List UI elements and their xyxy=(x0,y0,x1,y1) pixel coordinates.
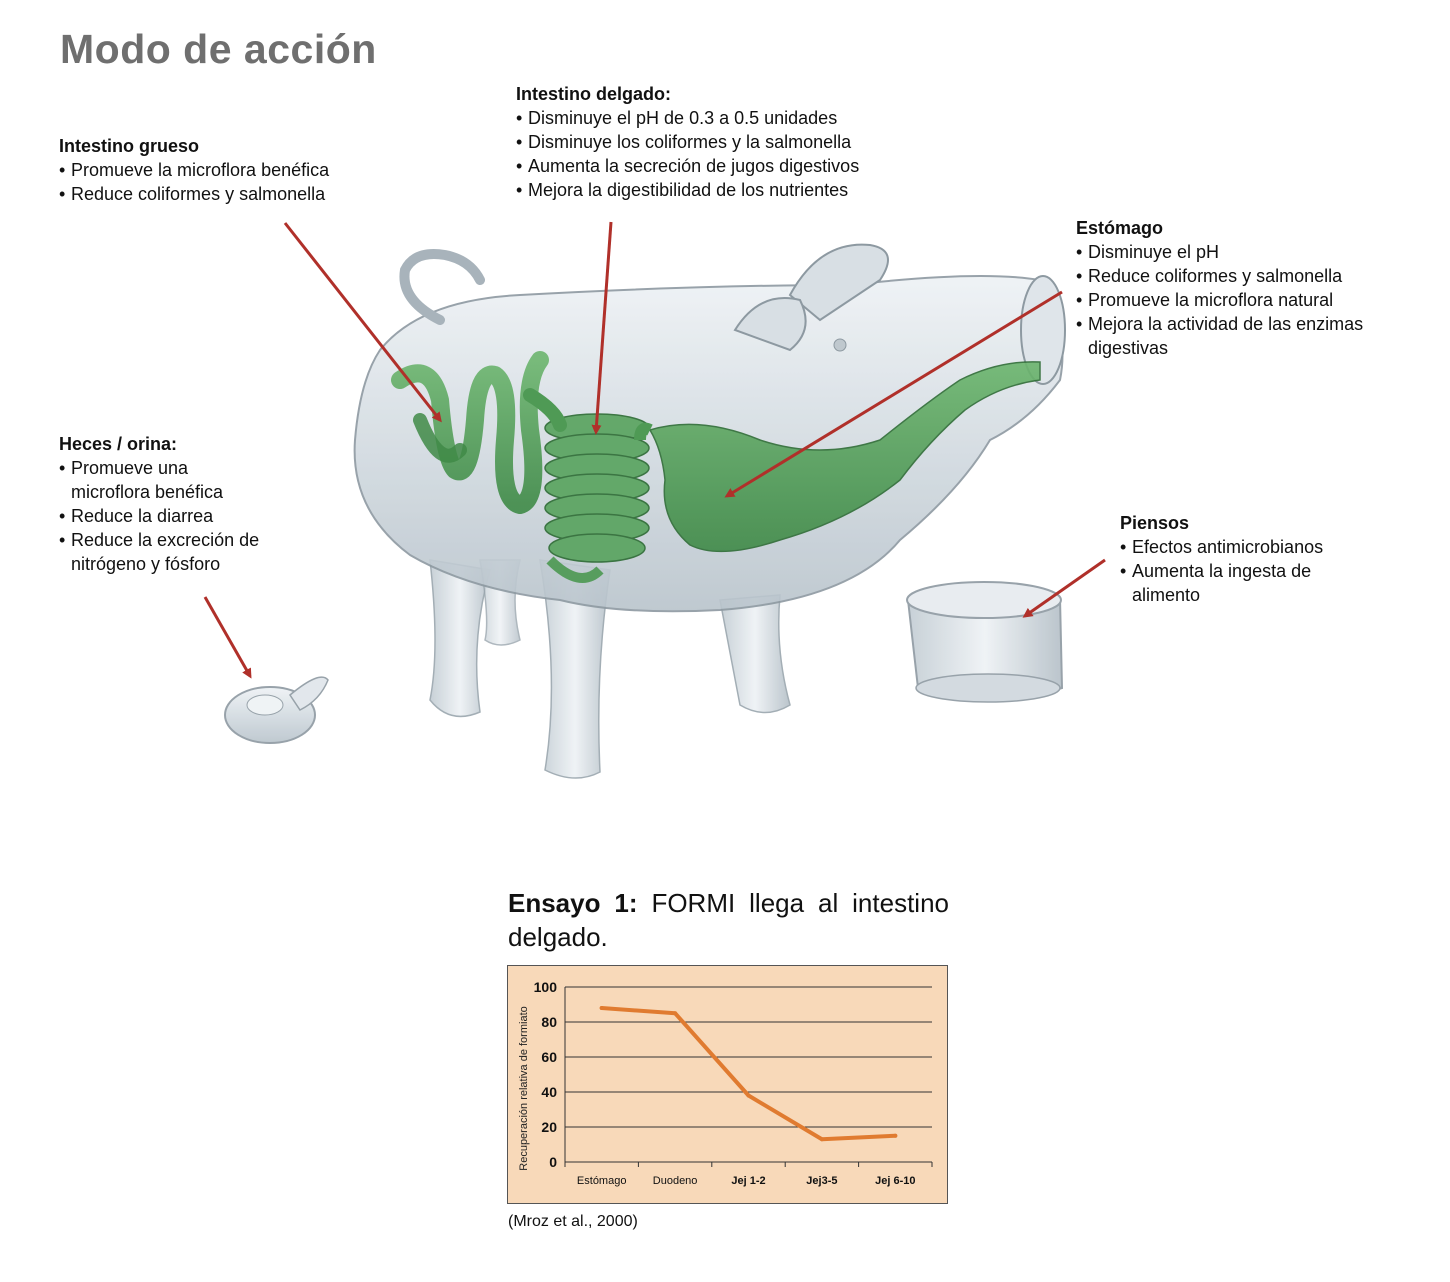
pig-tail xyxy=(399,249,485,325)
arrow-piensos xyxy=(1022,558,1106,618)
callout-item: Efectos antimicrobianos xyxy=(1120,535,1360,559)
page-title: Modo de acción xyxy=(60,26,377,72)
arrow-heces xyxy=(203,596,252,679)
data-point xyxy=(599,1006,604,1010)
duodenum xyxy=(634,422,653,441)
data-point xyxy=(746,1093,751,1098)
y-tick-label: 0 xyxy=(549,1154,557,1170)
arrow-intestino-delgado xyxy=(591,221,613,435)
callout-item: Reduce coliformes y salmonella xyxy=(1076,264,1416,288)
small-intestine-coil xyxy=(544,413,650,583)
callout-heading: Intestino grueso xyxy=(59,136,200,156)
callout-heces: Heces / orina: Promueve una microflora b… xyxy=(59,432,314,576)
pig-front-leg xyxy=(539,559,611,779)
intestine-connector xyxy=(523,388,567,432)
large-intestine-loop xyxy=(413,413,467,463)
callout-heading: Piensos xyxy=(1120,513,1190,533)
arrow-intestino-grueso xyxy=(283,222,442,423)
arrow-estomago xyxy=(724,290,1063,498)
trial-label: Ensayo 1: xyxy=(508,888,638,918)
callout-heading: Estómago xyxy=(1076,218,1164,238)
callout-item: Disminuye los coliformes y la salmonella xyxy=(516,130,859,154)
callout-item: Aumenta la secreción de jugos digestivos xyxy=(516,154,859,178)
x-tick-label: Duodeno xyxy=(653,1175,698,1187)
callout-item: Reduce la diarrea xyxy=(59,504,314,528)
callout-heading: Intestino delgado: xyxy=(516,84,671,104)
x-tick-label: Jej3-5 xyxy=(806,1175,837,1187)
callout-item: Promueve una microflora benéfica xyxy=(59,456,271,504)
y-tick-label: 60 xyxy=(541,1049,557,1065)
feed-cup xyxy=(906,581,1064,703)
pig-back-leg xyxy=(429,559,491,718)
series-line xyxy=(599,1006,898,1142)
pig-snout xyxy=(1020,275,1066,385)
stomach xyxy=(648,361,1041,553)
large-intestine xyxy=(391,351,549,514)
callout-piensos: Piensos Efectos antimicrobianos Aumenta … xyxy=(1120,511,1360,607)
data-point xyxy=(673,1011,678,1016)
y-tick-label: 80 xyxy=(541,1014,557,1030)
callout-item: Aumenta la ingesta de alimento xyxy=(1120,559,1337,607)
callout-item: Disminuye el pH de 0.3 a 0.5 unidades xyxy=(516,106,859,130)
y-tick-label: 20 xyxy=(541,1119,557,1135)
x-tick-label: Jej 6-10 xyxy=(875,1175,915,1187)
y-tick-label: 100 xyxy=(534,979,558,995)
trial-heading: Ensayo 1: FORMI llega al intestino delga… xyxy=(508,886,949,954)
callout-item: Promueve la microflora benéfica xyxy=(59,158,329,182)
pig-ear-2 xyxy=(733,297,807,352)
callout-intestino-grueso: Intestino grueso Promueve la microflora … xyxy=(59,134,329,206)
callout-heading: Heces / orina: xyxy=(59,434,178,454)
callout-estomago: Estómago Disminuye el pH Reduce coliform… xyxy=(1076,216,1416,360)
pig-illustration xyxy=(203,221,1106,779)
callout-item: Mejora la digestibilidad de los nutrient… xyxy=(516,178,859,202)
data-point xyxy=(819,1137,824,1142)
callout-item: Disminuye el pH xyxy=(1076,240,1416,264)
pig-eye xyxy=(833,338,847,352)
data-point xyxy=(893,1133,898,1138)
callout-item: Mejora la actividad de las enzimas diges… xyxy=(1076,312,1398,360)
x-tick-label: Estómago xyxy=(577,1175,627,1187)
y-tick-label: 40 xyxy=(541,1084,557,1100)
citation: (Mroz et al., 2000) xyxy=(508,1213,638,1230)
feces-glass xyxy=(224,676,329,744)
trial-text: FORMI llega al intestino delgado. xyxy=(508,888,949,952)
pig-ear xyxy=(788,243,889,322)
callout-intestino-delgado: Intestino delgado: Disminuye el pH de 0.… xyxy=(516,82,859,202)
callout-item: Reduce coliformes y salmonella xyxy=(59,182,329,206)
pig-front-leg-2 xyxy=(719,594,791,714)
callout-item: Promueve la microflora natural xyxy=(1076,288,1416,312)
y-axis-label: Recuperación relativa de formiato xyxy=(518,1006,530,1170)
x-tick-label: Jej 1-2 xyxy=(731,1175,765,1187)
callout-item: Reduce la excreción de nitrógeno y fósfo… xyxy=(59,528,296,576)
